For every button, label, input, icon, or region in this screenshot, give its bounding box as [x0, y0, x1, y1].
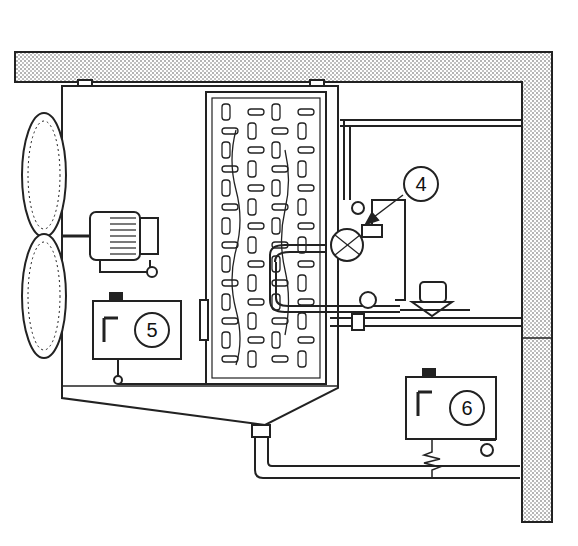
callout-number: 4: [403, 166, 439, 202]
control-box: 5: [92, 300, 182, 360]
evaporator-coil: [206, 92, 326, 384]
fan-motor: [90, 212, 140, 260]
solenoid-valve: [420, 282, 446, 302]
callout-number: 5: [134, 312, 170, 348]
control-box: 6: [405, 376, 497, 440]
callout-number: 6: [449, 390, 485, 426]
unit-housing: [62, 86, 338, 425]
ceiling-wall: [15, 52, 552, 522]
expansion-valve: [331, 229, 363, 261]
fan-blade: [22, 113, 66, 237]
